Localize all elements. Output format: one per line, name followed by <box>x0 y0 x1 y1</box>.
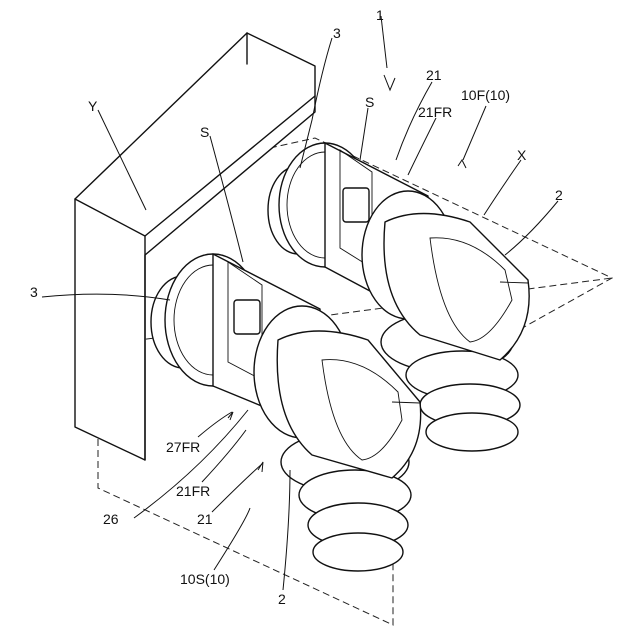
label-21-top: 21 <box>426 67 442 83</box>
label-10f: 10F(10) <box>461 87 510 103</box>
label-26: 26 <box>103 511 119 527</box>
label-2-right: 2 <box>555 187 563 203</box>
label-10s: 10S(10) <box>180 571 230 587</box>
label-s-top: S <box>365 94 374 110</box>
label-2-bottom: 2 <box>278 591 286 607</box>
label-s-mid: S <box>200 124 209 140</box>
label-1: 1 <box>376 7 384 23</box>
label-27fr: 27FR <box>166 439 200 455</box>
label-21fr-top: 21FR <box>418 104 452 120</box>
label-3-left: 3 <box>30 284 38 300</box>
label-21fr-bottom: 21FR <box>176 483 210 499</box>
label-y: Y <box>88 98 98 114</box>
label-3-top: 3 <box>333 25 341 41</box>
label-21-bottom: 21 <box>197 511 213 527</box>
label-x: X <box>517 147 527 163</box>
